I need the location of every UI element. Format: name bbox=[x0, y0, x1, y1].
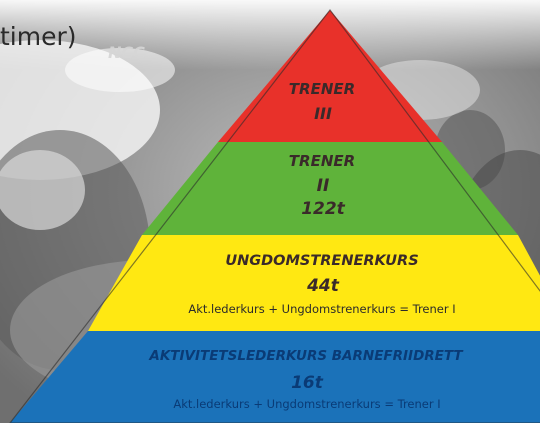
pyramid-tier-trener-ii bbox=[142, 142, 518, 235]
pyramid-tier-aktivitetslederkurs bbox=[10, 331, 540, 423]
tier-ungdomstrenerkurs-hours: 44t bbox=[307, 276, 339, 296]
tier-aktivitetslederkurs-note: Akt.lederkurs + Ungdomstrenerkurs = Tren… bbox=[173, 397, 441, 411]
tier-trener-ii-level: II bbox=[316, 176, 330, 196]
tier-aktivitetslederkurs-hours: 16t bbox=[291, 373, 323, 393]
pyramid-tier-ungdomstrenerkurs bbox=[88, 235, 540, 331]
tier-ungdomstrenerkurs-name: UNGDOMSTRENERKURS bbox=[225, 253, 419, 269]
tier-trener-ii-name: TRENER bbox=[288, 152, 356, 170]
photo-logo-text: NCC bbox=[108, 43, 145, 62]
tier-aktivitetslederkurs-name: AKTIVITETSLEDERKURS BARNEFRIIDRETT bbox=[149, 348, 463, 364]
tier-trener-iii-level: III bbox=[314, 104, 332, 123]
tier-trener-ii-hours: 122t bbox=[301, 199, 345, 219]
pyramid-tier-trener-iii bbox=[218, 10, 442, 142]
pyramid bbox=[9, 9, 540, 423]
tier-ungdomstrenerkurs-note: Akt.lederkurs + Ungdomstrenerkurs = Tren… bbox=[188, 302, 456, 316]
heading-fragment: timer) bbox=[0, 22, 77, 51]
tier-trener-iii-name: TRENER bbox=[288, 80, 356, 98]
